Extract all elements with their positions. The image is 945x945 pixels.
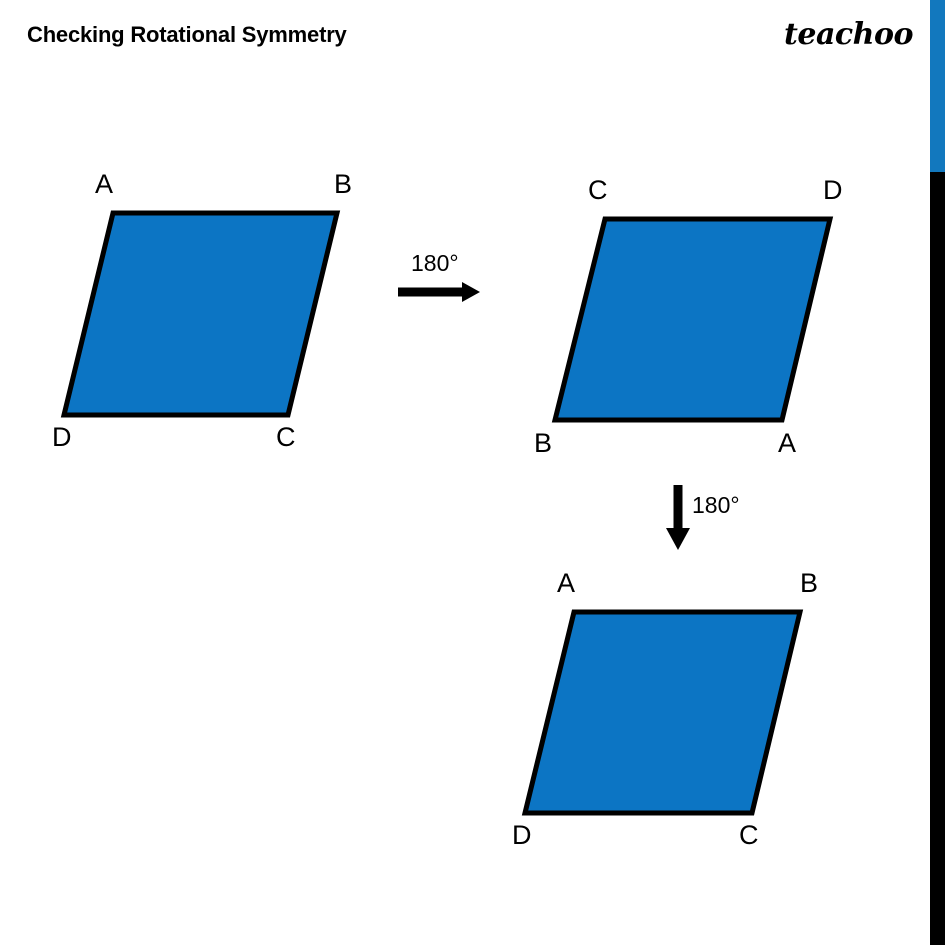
- right-edge-black-bar: [930, 172, 945, 945]
- vertex-label-c-shape2: C: [739, 820, 759, 850]
- page-title: Checking Rotational Symmetry: [27, 22, 347, 47]
- vertex-label-c-shape0: C: [276, 422, 296, 452]
- arrow-horizontal-icon: [398, 282, 480, 302]
- vertex-label-b-shape1: B: [534, 428, 553, 458]
- parallelogram-rotated-360: [521, 609, 804, 816]
- teachoo-logo: teachoo: [784, 17, 913, 52]
- right-edge-blue-bar: [930, 0, 945, 172]
- vertex-label-d-shape1: D: [823, 175, 843, 205]
- rotation-angle-label-right: 180°: [411, 250, 459, 276]
- vertex-label-a-shape2: A: [557, 568, 576, 598]
- vertex-label-d-shape0: D: [52, 422, 72, 452]
- rotation-angle-label-down: 180°: [692, 492, 740, 518]
- vertex-label-c-shape1: C: [588, 175, 608, 205]
- parallelogram-original: [60, 210, 341, 418]
- arrow-horizontal-head: [462, 282, 480, 302]
- vertex-label-b-shape2: B: [800, 568, 819, 598]
- arrow-vertical-icon: [666, 485, 690, 550]
- vertex-label-d-shape2: D: [512, 820, 532, 850]
- parallelogram-rotated-180: [551, 216, 834, 423]
- vertex-label-b-shape0: B: [334, 169, 353, 199]
- arrow-vertical-head: [666, 528, 690, 550]
- vertex-label-a-shape0: A: [95, 169, 114, 199]
- vertex-label-a-shape1: A: [778, 428, 797, 458]
